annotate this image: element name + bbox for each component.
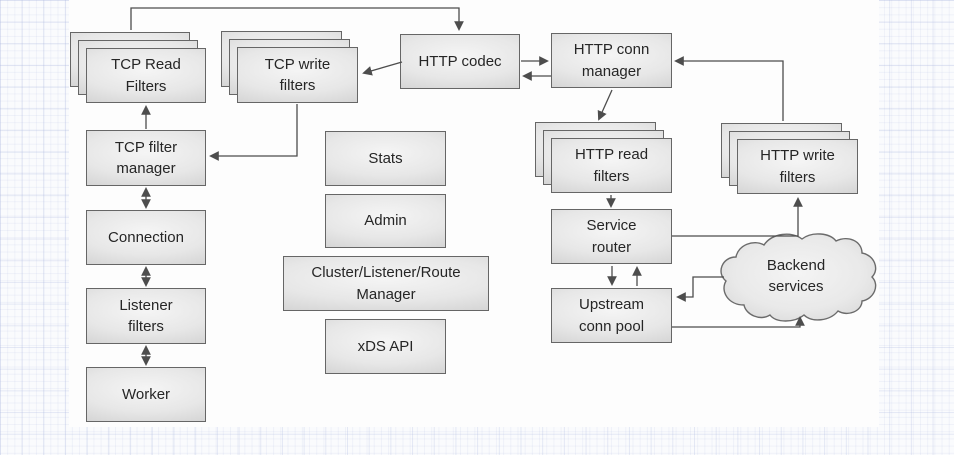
node-face: HTTP write filters <box>737 139 858 194</box>
node-xds-api: xDS API <box>325 319 446 374</box>
node-face: HTTP read filters <box>551 138 672 193</box>
node-connection: Connection <box>86 210 206 265</box>
node-worker: Worker <box>86 367 206 422</box>
node-label: Listener filters <box>119 296 173 335</box>
node-face: Cluster/Listener/Route Manager <box>283 256 489 311</box>
node-face: Worker <box>86 367 206 422</box>
node-http-codec: HTTP codec <box>400 34 520 89</box>
node-label: Service router <box>586 217 637 256</box>
node-face: Upstream conn pool <box>551 288 672 343</box>
node-label: HTTP conn manager <box>573 41 650 80</box>
node-face: Service router <box>551 209 672 264</box>
node-upstream-conn-pool: Upstream conn pool <box>551 288 672 343</box>
node-cluster-listener-route-manager: Cluster/Listener/Route Manager <box>283 256 489 311</box>
node-face: Connection <box>86 210 206 265</box>
node-label: TCP filter manager <box>114 138 178 177</box>
cloud-shape <box>720 233 877 322</box>
node-label: HTTP read filters <box>574 146 649 185</box>
node-label: Upstream conn pool <box>578 296 645 335</box>
node-http-conn-manager: HTTP conn manager <box>551 33 672 88</box>
node-label: Stats <box>368 149 403 167</box>
node-stats: Stats <box>325 131 446 186</box>
node-face: Admin <box>325 194 446 248</box>
cloud-label: Backend services <box>738 250 854 302</box>
node-label: TCP write filters <box>264 55 331 94</box>
node-label: Admin <box>364 212 407 230</box>
node-label: TCP Read Filters <box>111 56 181 95</box>
node-http-read-filters: HTTP read filters <box>535 122 672 193</box>
node-tcp-write-filters: TCP write filters <box>221 31 358 103</box>
node-label: Worker <box>121 385 171 403</box>
node-admin: Admin <box>325 194 446 248</box>
node-tcp-read-filters: TCP Read Filters <box>70 32 206 103</box>
cloud-label-line2: services <box>768 278 824 295</box>
node-face: Stats <box>325 131 446 186</box>
node-face: xDS API <box>325 319 446 374</box>
node-label: Cluster/Listener/Route Manager <box>311 264 461 303</box>
node-label: xDS API <box>357 337 414 355</box>
node-face: TCP Read Filters <box>86 48 206 103</box>
node-face: HTTP conn manager <box>551 33 672 88</box>
node-face: TCP filter manager <box>86 130 206 186</box>
node-listener-filters: Listener filters <box>86 288 206 344</box>
node-face: Listener filters <box>86 288 206 344</box>
node-face: TCP write filters <box>237 47 358 103</box>
node-tcp-filter-manager: TCP filter manager <box>86 130 206 186</box>
cloud-label-line1: Backend <box>766 256 826 274</box>
node-http-write-filters: HTTP write filters <box>721 123 858 194</box>
backend-services-cloud <box>720 233 877 322</box>
node-label: Connection <box>108 228 184 246</box>
node-face: HTTP codec <box>400 34 520 89</box>
node-label: HTTP write filters <box>760 147 835 186</box>
node-label: HTTP codec <box>418 52 502 70</box>
node-service-router: Service router <box>551 209 672 264</box>
